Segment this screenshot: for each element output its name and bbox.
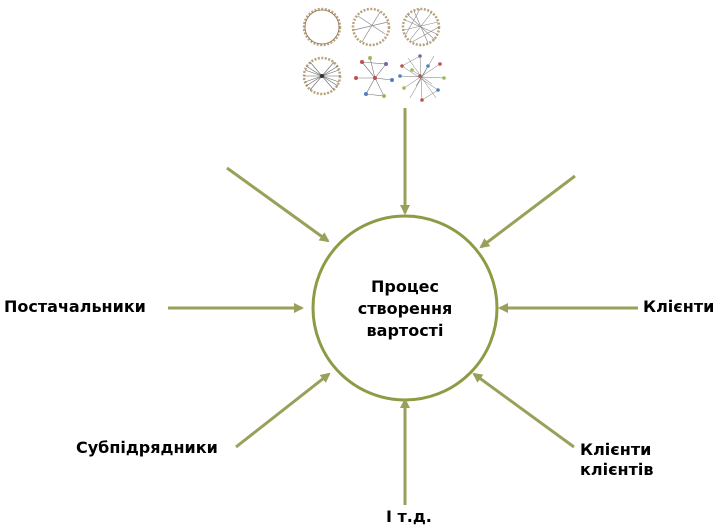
label-etc: І т.д. bbox=[386, 507, 432, 526]
label-clients-of-clients-line2: клієнтів bbox=[580, 460, 654, 480]
ring-network-icon bbox=[302, 7, 342, 47]
center-line-1: Процес bbox=[370, 277, 440, 296]
label-suppliers: Постачальники bbox=[4, 297, 146, 316]
arrow-from-top-right bbox=[479, 174, 576, 249]
label-subcontractors: Субпідрядники bbox=[76, 438, 218, 457]
arrows bbox=[168, 108, 638, 505]
random-rewired-network-icon bbox=[401, 7, 441, 47]
label-clients-of-clients-line1: Клієнти bbox=[580, 440, 652, 460]
arrow-from-subcontractors bbox=[235, 372, 331, 449]
cluster-network-icon bbox=[354, 56, 394, 98]
center-line-2: створення bbox=[357, 299, 453, 318]
arrow-from-top-left bbox=[226, 166, 330, 243]
network-thumbnails bbox=[302, 7, 446, 102]
label-clients: Клієнти bbox=[643, 297, 715, 317]
small-world-network-icon bbox=[351, 7, 391, 47]
dense-random-network-icon bbox=[398, 54, 446, 102]
center-line-3: вартості bbox=[366, 321, 444, 340]
arrow-from-clients-of-clients bbox=[472, 372, 575, 449]
hub-network-icon bbox=[302, 56, 342, 96]
center-label: Процес створення вартості bbox=[330, 276, 480, 342]
